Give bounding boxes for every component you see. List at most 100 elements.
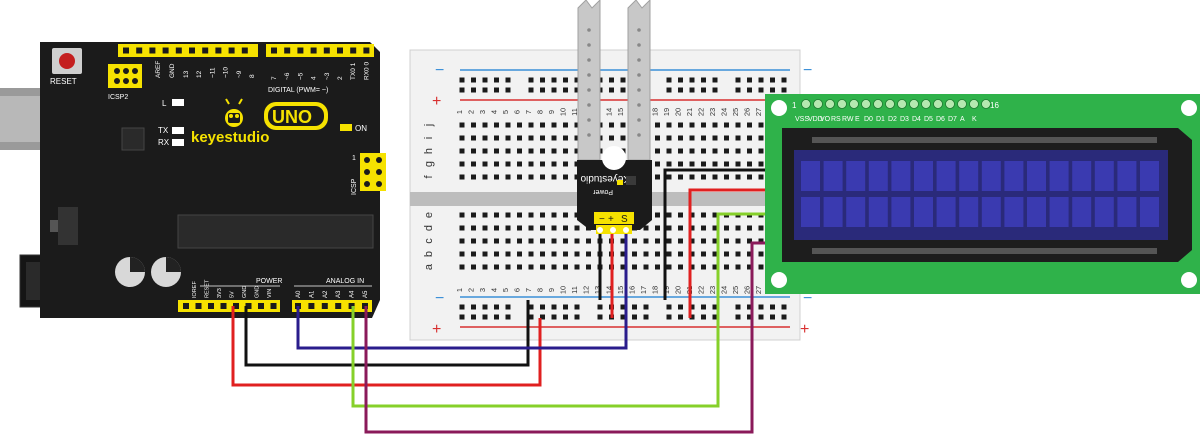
rail-hole[interactable] — [666, 87, 672, 93]
rail-hole[interactable] — [505, 77, 511, 83]
breadboard-hole[interactable] — [666, 225, 672, 231]
breadboard-hole[interactable] — [459, 212, 465, 218]
lcd-pin-hole[interactable] — [897, 99, 907, 109]
breadboard-hole[interactable] — [459, 135, 465, 141]
rail-hole[interactable] — [689, 304, 695, 310]
breadboard-hole[interactable] — [551, 174, 557, 180]
header-pin[interactable] — [215, 47, 222, 54]
rail-hole[interactable] — [758, 304, 764, 310]
breadboard-hole[interactable] — [563, 122, 568, 128]
breadboard-hole[interactable] — [678, 161, 683, 167]
lcd-pin-hole[interactable] — [909, 99, 919, 109]
breadboard-hole[interactable] — [528, 161, 534, 167]
breadboard-hole[interactable] — [735, 225, 741, 231]
breadboard-hole[interactable] — [574, 238, 580, 244]
breadboard-hole[interactable] — [563, 212, 568, 218]
breadboard-hole[interactable] — [632, 238, 637, 244]
breadboard-hole[interactable] — [471, 251, 476, 257]
breadboard-hole[interactable] — [528, 225, 534, 231]
breadboard-hole[interactable] — [701, 238, 706, 244]
breadboard-hole[interactable] — [540, 122, 545, 128]
breadboard-hole[interactable] — [620, 122, 626, 128]
breadboard-hole[interactable] — [724, 174, 729, 180]
breadboard-hole[interactable] — [459, 148, 465, 154]
breadboard-hole[interactable] — [655, 174, 660, 180]
rail-hole[interactable] — [551, 304, 557, 310]
rail-hole[interactable] — [505, 304, 511, 310]
rail-hole[interactable] — [494, 304, 499, 310]
breadboard-hole[interactable] — [459, 264, 465, 270]
breadboard-hole[interactable] — [758, 238, 764, 244]
breadboard-hole[interactable] — [528, 251, 534, 257]
breadboard-hole[interactable] — [758, 225, 764, 231]
breadboard-hole[interactable] — [758, 161, 764, 167]
rail-hole[interactable] — [551, 314, 557, 320]
breadboard-hole[interactable] — [505, 161, 511, 167]
rail-hole[interactable] — [712, 87, 718, 93]
breadboard-hole[interactable] — [712, 264, 718, 270]
header-pin[interactable] — [245, 303, 252, 309]
rail-hole[interactable] — [563, 304, 568, 310]
breadboard-hole[interactable] — [574, 264, 580, 270]
breadboard-hole[interactable] — [540, 174, 545, 180]
breadboard-hole[interactable] — [471, 264, 476, 270]
breadboard-hole[interactable] — [712, 161, 718, 167]
rail-hole[interactable] — [643, 304, 649, 310]
breadboard-hole[interactable] — [586, 238, 591, 244]
breadboard-hole[interactable] — [528, 122, 534, 128]
rail-hole[interactable] — [471, 77, 476, 83]
rail-hole[interactable] — [528, 77, 534, 83]
breadboard-hole[interactable] — [482, 135, 488, 141]
breadboard-hole[interactable] — [540, 225, 545, 231]
breadboard-hole[interactable] — [528, 212, 534, 218]
breadboard-hole[interactable] — [540, 238, 545, 244]
breadboard-hole[interactable] — [758, 122, 764, 128]
header-pin[interactable] — [323, 47, 330, 54]
rail-hole[interactable] — [632, 304, 637, 310]
breadboard-hole[interactable] — [655, 122, 660, 128]
breadboard-hole[interactable] — [655, 238, 660, 244]
breadboard-hole[interactable] — [666, 264, 672, 270]
rail-hole[interactable] — [620, 77, 626, 83]
lcd-pin-hole[interactable] — [837, 99, 847, 109]
breadboard-hole[interactable] — [528, 148, 534, 154]
breadboard-hole[interactable] — [712, 251, 718, 257]
rail-hole[interactable] — [459, 77, 465, 83]
breadboard-hole[interactable] — [724, 135, 729, 141]
lcd-pin-hole[interactable] — [921, 99, 931, 109]
breadboard-hole[interactable] — [724, 264, 729, 270]
breadboard-hole[interactable] — [494, 212, 499, 218]
rail-hole[interactable] — [471, 304, 476, 310]
breadboard-hole[interactable] — [747, 238, 752, 244]
breadboard-hole[interactable] — [505, 238, 511, 244]
breadboard-hole[interactable] — [632, 264, 637, 270]
breadboard-hole[interactable] — [517, 174, 522, 180]
breadboard-hole[interactable] — [689, 135, 695, 141]
breadboard-hole[interactable] — [505, 174, 511, 180]
breadboard-hole[interactable] — [517, 148, 522, 154]
breadboard-hole[interactable] — [471, 225, 476, 231]
rail-hole[interactable] — [758, 77, 764, 83]
breadboard-hole[interactable] — [471, 238, 476, 244]
breadboard-hole[interactable] — [666, 135, 672, 141]
breadboard-hole[interactable] — [747, 122, 752, 128]
breadboard-hole[interactable] — [471, 161, 476, 167]
breadboard-hole[interactable] — [747, 174, 752, 180]
breadboard-hole[interactable] — [678, 122, 683, 128]
breadboard-hole[interactable] — [724, 238, 729, 244]
breadboard-hole[interactable] — [494, 174, 499, 180]
breadboard-hole[interactable] — [551, 264, 557, 270]
breadboard-hole[interactable] — [747, 148, 752, 154]
rail-hole[interactable] — [689, 87, 695, 93]
header-pin[interactable] — [241, 47, 248, 54]
breadboard-hole[interactable] — [551, 135, 557, 141]
rail-hole[interactable] — [574, 77, 580, 83]
breadboard-hole[interactable] — [494, 225, 499, 231]
breadboard-hole[interactable] — [643, 225, 649, 231]
rail-hole[interactable] — [701, 77, 706, 83]
lcd-pin-hole[interactable] — [945, 99, 955, 109]
rail-hole[interactable] — [494, 77, 499, 83]
breadboard-hole[interactable] — [551, 251, 557, 257]
rail-hole[interactable] — [459, 314, 465, 320]
breadboard-hole[interactable] — [620, 135, 626, 141]
